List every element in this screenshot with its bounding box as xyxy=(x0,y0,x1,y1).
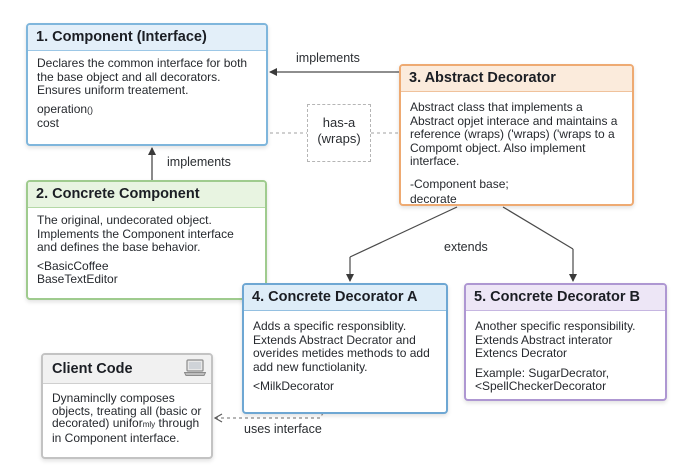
client-desc-part-1: Dynaminclly composes objects, treating a… xyxy=(52,391,202,430)
component-title: 1. Component (Interface) xyxy=(28,25,266,51)
concrete-decorator-b-box: 5. Concrete Decorator B Another specific… xyxy=(464,283,667,401)
has-a-relationship-label: has-a (wraps) xyxy=(307,104,371,162)
component-description: Declares the common interface for both t… xyxy=(37,56,248,97)
concrete-decorator-b-example-2: <SpellCheckerDecorator xyxy=(475,379,607,393)
abstract-decorator-field: -Component base; xyxy=(410,176,509,191)
concrete-decorator-b-description: Another specific responsibility. Extends… xyxy=(475,319,636,360)
implements-label-top: implements xyxy=(296,51,360,65)
concrete-decorator-a-example: <MilkDecorator xyxy=(253,379,335,393)
concrete-component-example-2: BaseTextEditor xyxy=(37,272,118,286)
operation-parens: () xyxy=(87,104,94,115)
concrete-component-box: 2. Concrete Component The original, unde… xyxy=(26,180,267,300)
concrete-decorator-a-description: Adds a specific responsiblity. Extends A… xyxy=(253,319,430,374)
extends-line-b xyxy=(502,206,574,250)
client-code-description: Dynaminclly composes objects, treating a… xyxy=(52,392,202,444)
client-code-box: Client Code Dynaminclly composes objects… xyxy=(41,353,213,459)
concrete-decorator-b-title: 5. Concrete Decorator B xyxy=(466,285,665,311)
concrete-decorator-a-box: 4. Concrete Decorator A Adds a specific … xyxy=(242,283,448,414)
component-operation: operation() xyxy=(37,101,257,118)
abstract-decorator-description: Abstract class that implements a Abstrac… xyxy=(410,100,618,168)
implements-label-left: implements xyxy=(167,155,231,169)
operation-label: operation xyxy=(37,101,88,116)
concrete-decorator-b-example-1: Example: SugarDecrator, xyxy=(475,365,610,380)
concrete-component-example-1: <BasicCoffee xyxy=(37,258,109,273)
concrete-component-description: The original, undecorated object. Implem… xyxy=(37,213,234,254)
component-cost: cost xyxy=(37,116,60,130)
has-a-label: has-a xyxy=(322,115,356,130)
laptop-icon xyxy=(184,359,206,376)
client-desc-part-2: through in Component interface. xyxy=(52,416,200,445)
extends-label: extends xyxy=(444,240,488,254)
concrete-decorator-a-title: 4. Concrete Decorator A xyxy=(244,285,446,311)
extends-line-a xyxy=(349,206,458,258)
wraps-label: (wraps) xyxy=(317,131,361,146)
abstract-decorator-title: 3. Abstract Decorator xyxy=(401,66,632,92)
client-desc-small: mly xyxy=(142,420,156,429)
abstract-decorator-box: 3. Abstract Decorator Abstract class tha… xyxy=(399,64,634,206)
component-interface-box: 1. Component (Interface) Declares the co… xyxy=(26,23,268,146)
client-code-title: Client Code xyxy=(43,355,211,384)
uses-interface-label: uses interface xyxy=(244,422,322,436)
uses-interface-tail-arrow xyxy=(213,413,223,423)
abstract-decorator-method: decorate xyxy=(410,192,457,206)
concrete-component-title: 2. Concrete Component xyxy=(28,182,265,208)
